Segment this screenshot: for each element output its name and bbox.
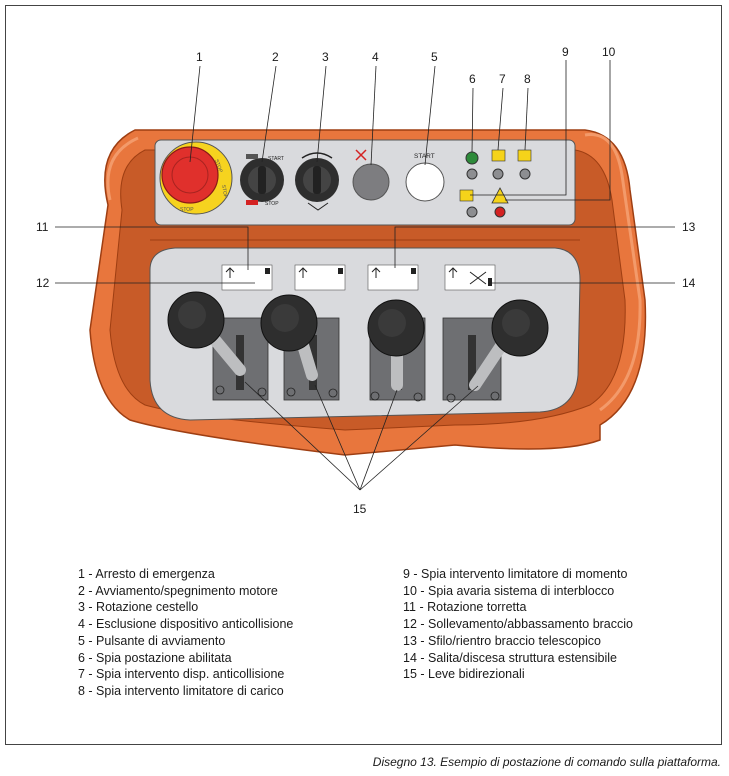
legend-item: 7 - Spia intervento disp. anticollisione (78, 667, 285, 682)
stop-small-label: STOP (265, 201, 279, 207)
enabled-station-lamp (465, 151, 479, 165)
callout-8: 8 (524, 72, 531, 86)
load-limiter-warning-icon (517, 149, 532, 162)
joystick-function-icons (221, 264, 496, 291)
legend-item: 11 - Rotazione torretta (403, 600, 527, 615)
callout-6: 6 (469, 72, 476, 86)
interlock-fault-lamp (494, 206, 506, 218)
callout-9: 9 (562, 45, 569, 59)
moment-limiter-warning-icon (459, 189, 474, 202)
basket-icon (307, 202, 329, 211)
legend-item: 9 - Spia intervento limitatore di moment… (403, 567, 628, 581)
turret-rotation-lever[interactable] (167, 291, 246, 376)
legend-item: 15 - Leve bidirezionali (403, 667, 525, 682)
callout-15: 15 (353, 502, 367, 516)
stop-ring-label: STOP (180, 207, 194, 213)
telescopic-boom-lever[interactable] (367, 299, 425, 391)
interlock-warning-icon (491, 187, 509, 204)
scissor-icon (469, 271, 487, 285)
figure-frame (5, 5, 722, 745)
legend-item: 13 - Sfilo/rientro braccio telescopico (403, 633, 602, 648)
extensible-structure-lever[interactable] (469, 299, 549, 391)
legend-item: 12 - Sollevamento/abbassamento braccio (403, 617, 633, 632)
callout-7: 7 (499, 72, 506, 86)
rotation-arrow-icon (301, 152, 333, 159)
anticollision-exclusion-button[interactable] (352, 149, 390, 201)
legend-left: 1 - Arresto di emergenza 2 - Avviamento/… (78, 566, 293, 700)
callout-2: 2 (272, 50, 279, 64)
stop-ring-label: STOP (213, 159, 223, 174)
anticollision-icon (355, 149, 367, 161)
callout-13: 13 (682, 220, 696, 234)
legend-item: 8 - Spia intervento limitatore di carico (78, 683, 284, 698)
callout-12: 12 (36, 276, 50, 290)
lamp-6 (466, 168, 478, 180)
legend-item: 14 - Salita/discesa struttura estensibil… (403, 650, 617, 665)
legend-item: 5 - Pulsante di avviamento (78, 633, 226, 648)
callout-14: 14 (682, 276, 696, 290)
engine-off-icon (246, 200, 258, 205)
arrow-up-icon (298, 267, 308, 278)
figure-caption: Disegno 13. Esempio di postazione di com… (372, 755, 721, 769)
emergency-stop-button[interactable]: STOP STOP STOP (159, 141, 233, 215)
callout-3: 3 (322, 50, 329, 64)
legend-right: 9 - Spia intervento limitatore di moment… (403, 566, 633, 683)
arrow-up-icon (448, 267, 458, 278)
engine-icon (246, 154, 258, 159)
legend-item: 2 - Avviamento/spegnimento motore (78, 583, 278, 598)
moment-limiter-lamp (466, 206, 478, 218)
callout-4: 4 (372, 50, 379, 64)
legend-item: 6 - Spia postazione abilitata (78, 650, 232, 665)
start-button-label: START (414, 153, 435, 160)
leader-lines (55, 60, 675, 491)
callout-5: 5 (431, 50, 438, 64)
callout-10: 10 (602, 45, 616, 59)
legend-item: 10 - Spia avaria sistema di interblocco (403, 583, 615, 598)
basket-rotation-knob[interactable] (295, 152, 339, 211)
control-panel-diagram: STOP STOP STOP START STOP START (55, 60, 675, 491)
anticollision-lamp (492, 168, 504, 180)
callout-11: 11 (36, 220, 49, 234)
legend-item: 1 - Arresto di emergenza (78, 567, 215, 581)
legend-item: 3 - Rotazione cestello (78, 600, 199, 615)
indicator-lamps (459, 149, 532, 218)
stop-ring-label: STOP (220, 184, 228, 199)
anticollision-warning-icon (491, 149, 506, 162)
legend-item: 4 - Esclusione dispositivo anticollision… (78, 617, 294, 632)
arrow-up-icon (225, 267, 235, 278)
arrow-up-icon (371, 267, 381, 278)
load-limiter-lamp (519, 168, 531, 180)
plate-screws (215, 385, 500, 403)
start-small-label: START (268, 156, 284, 162)
callout-1: 1 (196, 50, 203, 64)
engine-start-stop-knob[interactable]: START STOP (240, 154, 284, 207)
boom-lift-lever[interactable] (260, 294, 318, 381)
